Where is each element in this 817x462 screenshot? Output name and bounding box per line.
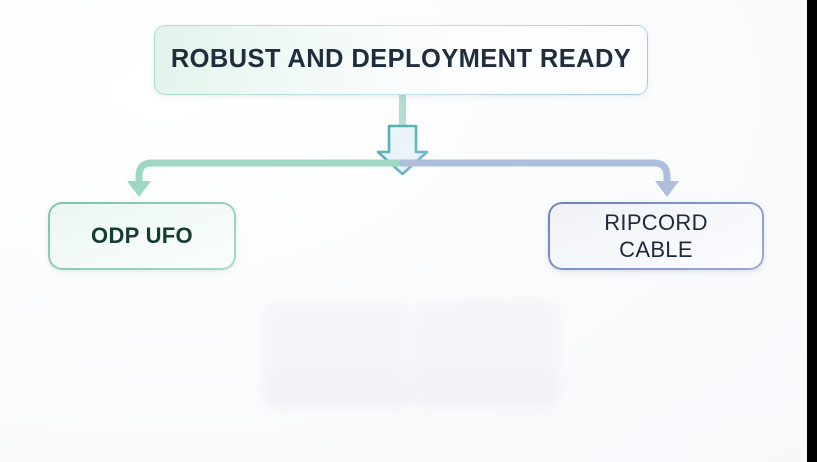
- ghost-shape-bar: [268, 372, 554, 406]
- node-left-label: ODP UFO: [91, 222, 193, 248]
- node-ripcord-cable[interactable]: RIPCORD CABLE: [548, 202, 764, 270]
- node-right-label: RIPCORD CABLE: [604, 209, 708, 263]
- node-robust-and-deployment-ready[interactable]: ROBUST AND DEPLOYMENT READY: [154, 25, 648, 95]
- arrow-down-outline-icon: [376, 124, 429, 176]
- branch-left-line: [135, 159, 406, 186]
- right-edge-strip: [807, 0, 817, 462]
- node-odp-ufo[interactable]: ODP UFO: [48, 202, 236, 270]
- node-root-label: ROBUST AND DEPLOYMENT READY: [170, 45, 632, 74]
- branch-right-line: [399, 159, 671, 186]
- branch-right-arrow-down-solid-icon: [655, 181, 679, 197]
- branch-left-arrow-down-solid-icon: [127, 181, 151, 197]
